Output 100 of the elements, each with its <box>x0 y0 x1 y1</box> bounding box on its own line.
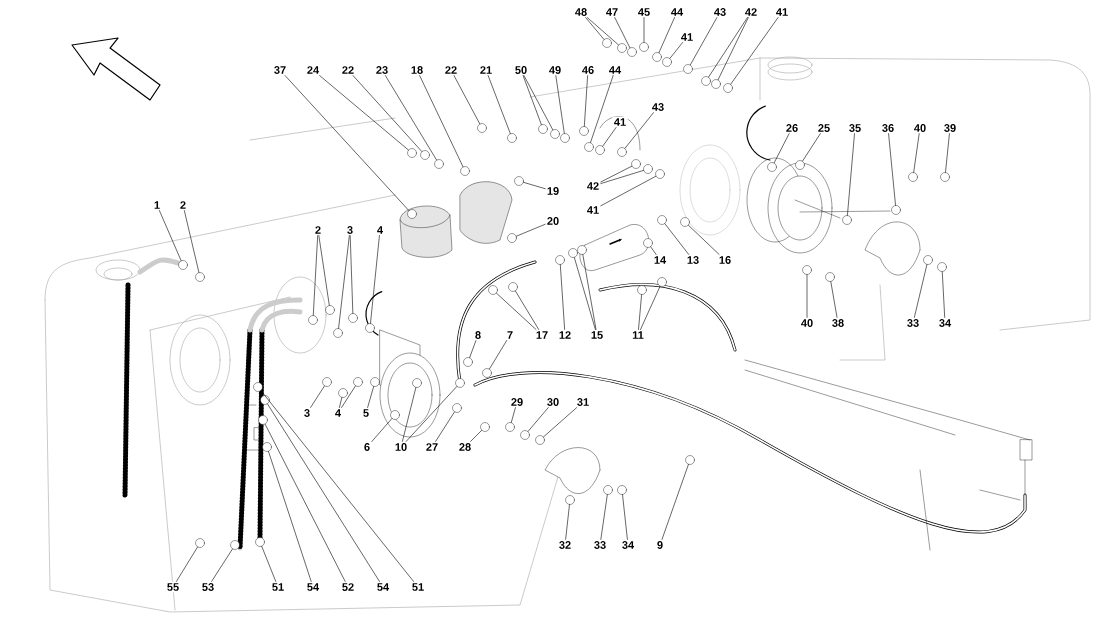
washer <box>507 133 517 143</box>
leader-line <box>661 464 689 540</box>
washer <box>940 172 950 182</box>
leader-line <box>318 235 330 306</box>
leader-line <box>624 112 654 149</box>
leader-line <box>602 127 617 147</box>
leader-line <box>211 548 233 582</box>
leader-line <box>176 546 198 582</box>
leader-line <box>435 411 455 442</box>
callout-number: 40 <box>799 317 815 329</box>
leader-line <box>560 264 565 330</box>
callout-number: 22 <box>340 64 356 76</box>
leader-line <box>688 224 720 255</box>
leader-line <box>585 17 605 40</box>
washer <box>195 538 205 548</box>
leader-line <box>708 17 748 78</box>
leader-line <box>405 386 458 442</box>
callout-number: 54 <box>375 581 391 593</box>
callout-number: 37 <box>272 64 288 76</box>
callout-number: 22 <box>443 64 459 76</box>
leader-line <box>402 387 417 442</box>
washer <box>923 255 933 265</box>
leader-line <box>523 182 546 189</box>
leader-line <box>522 75 542 125</box>
washer <box>595 145 605 155</box>
washer <box>657 277 667 287</box>
callout-number: 11 <box>630 329 646 341</box>
callout-number: 48 <box>573 6 589 18</box>
washer <box>617 485 627 495</box>
washer <box>680 217 690 227</box>
leader-line <box>510 407 516 423</box>
callout-number: 51 <box>410 581 426 593</box>
leader-line <box>184 210 200 273</box>
washer <box>260 395 270 405</box>
leader-line <box>527 407 549 432</box>
leader-line <box>717 17 749 81</box>
leader-line <box>339 397 343 408</box>
leader-line <box>643 17 645 43</box>
leader-line <box>516 223 546 237</box>
leader-line <box>806 274 808 318</box>
callout-number: 5 <box>361 407 371 419</box>
leader-line <box>264 423 346 582</box>
leader-line <box>419 75 464 168</box>
washer <box>195 272 205 282</box>
callout-number: 2 <box>178 199 188 211</box>
washer <box>560 133 570 143</box>
callout-number: 41 <box>774 6 790 18</box>
leader-line <box>640 286 661 330</box>
washer <box>617 43 627 53</box>
callout-number: 35 <box>847 122 863 134</box>
washer <box>643 238 653 248</box>
callout-number: 3 <box>302 407 312 419</box>
washer <box>723 83 733 93</box>
callout-number: 23 <box>374 64 390 76</box>
washer <box>685 455 695 465</box>
callout-number: 41 <box>679 31 695 43</box>
washer <box>370 377 380 387</box>
leader-line <box>773 133 790 164</box>
washer <box>701 76 711 86</box>
callout-number: 49 <box>547 64 563 76</box>
callout-number: 18 <box>409 64 425 76</box>
washer <box>262 442 272 452</box>
callout-number: 8 <box>473 329 483 341</box>
leader-line <box>587 17 619 46</box>
washer <box>579 126 589 136</box>
leader-line <box>600 170 644 184</box>
leader-line <box>371 418 393 442</box>
callout-number: 24 <box>305 64 321 76</box>
washer <box>434 159 444 169</box>
callout-number: 30 <box>545 396 561 408</box>
callout-number: 14 <box>652 254 668 266</box>
leader-line <box>319 75 409 151</box>
washer <box>538 124 548 134</box>
washer <box>565 495 575 505</box>
washer <box>505 422 515 432</box>
callout-number: 43 <box>650 101 666 113</box>
callout-number: 21 <box>478 64 494 76</box>
leader-line <box>385 75 437 161</box>
leader-line <box>600 165 633 183</box>
leader-line <box>260 390 414 582</box>
leader-line <box>614 17 631 49</box>
leader-line <box>669 42 683 59</box>
washer <box>602 38 612 48</box>
callout-number: 54 <box>305 581 321 593</box>
leader-line <box>261 546 277 582</box>
leader-line <box>268 451 312 582</box>
washer <box>655 169 665 179</box>
washer <box>325 305 335 315</box>
washer <box>488 285 498 295</box>
washer <box>420 150 430 160</box>
callout-number: 31 <box>575 396 591 408</box>
leader-line <box>370 235 380 324</box>
leader-line <box>574 257 596 330</box>
washer <box>908 172 918 182</box>
washer <box>407 148 417 158</box>
callout-number: 25 <box>816 122 832 134</box>
leader-line <box>638 294 642 330</box>
washer <box>348 313 358 323</box>
washer <box>584 142 594 152</box>
washer <box>365 323 375 333</box>
